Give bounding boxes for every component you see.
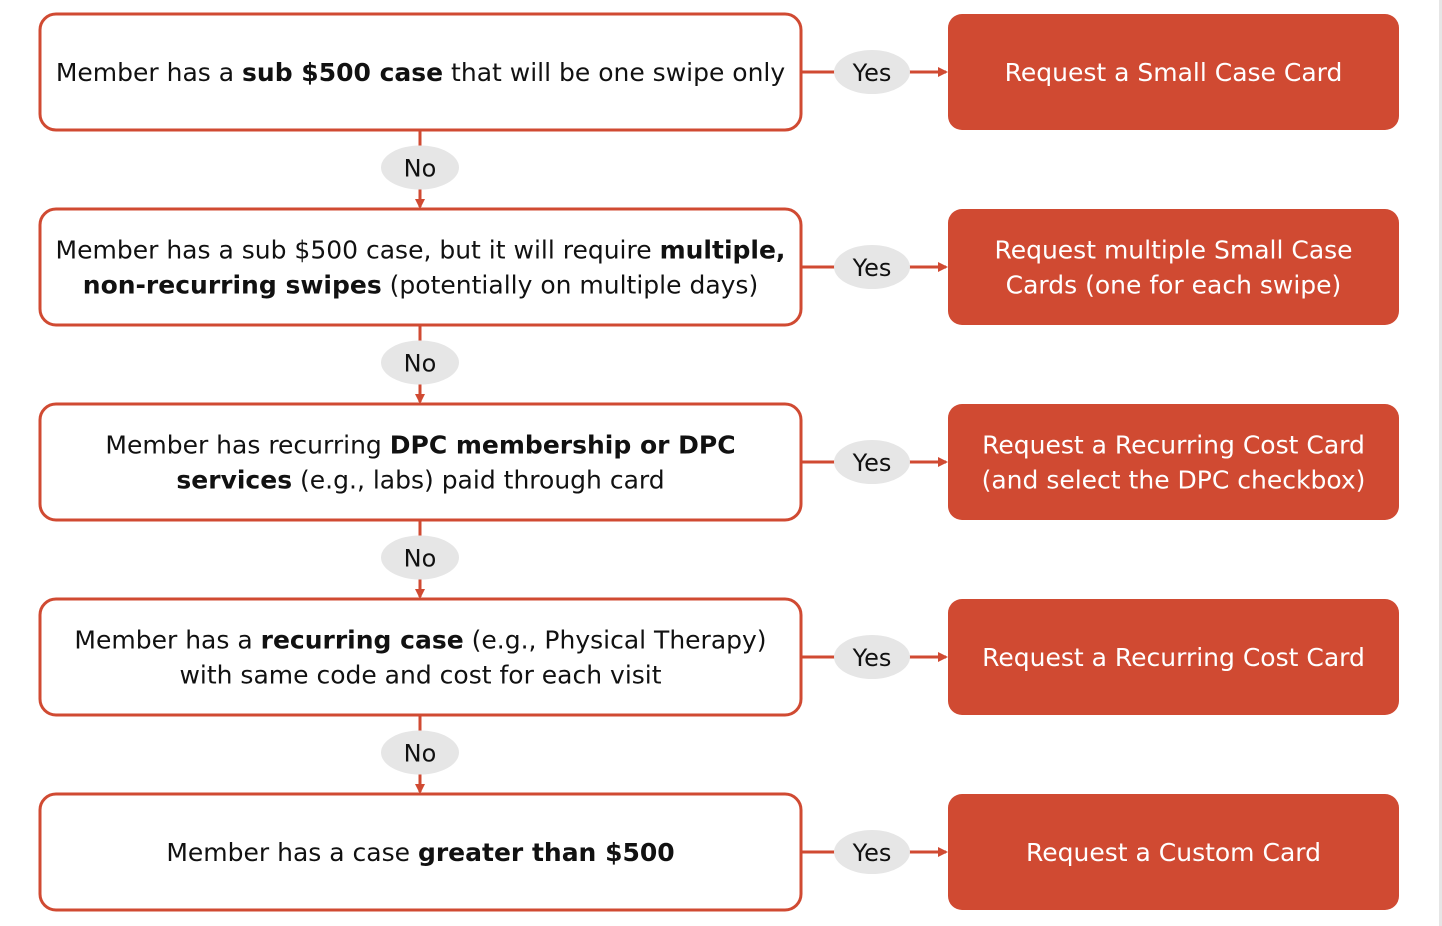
condition-box-1 [38, 12, 803, 132]
no-label-3: No [404, 545, 437, 573]
outcome-text-3: Request a Recurring Cost Card (and select… [982, 431, 1366, 495]
yes-label-5: Yes [852, 839, 892, 867]
outcome-box-4 [948, 599, 1399, 715]
condition-1-line-1-segment: sub $500 case [242, 58, 443, 87]
condition-3-line-1-segment: Member has recurring [105, 431, 389, 460]
condition-box-2 [38, 207, 803, 327]
condition-2-line-1-segment: multiple, [660, 236, 786, 265]
outcome-1-line-1: Request a Small Case Card [1005, 58, 1343, 87]
condition-2-line-1-segment: Member has a sub $500 case, but it will … [56, 236, 660, 265]
condition-3-line-2-segment: services [176, 466, 292, 495]
outcome-2-line-2: Cards (one for each swipe) [1006, 271, 1342, 300]
condition-1-line-1-segment: Member has a [56, 58, 242, 87]
outcome-4-line-1: Request a Recurring Cost Card [982, 643, 1365, 672]
outcome-3-line-1: Request a Recurring Cost Card [982, 431, 1365, 460]
condition-2-line-2-segment: non-recurring swipes [83, 271, 382, 300]
yes-pill-3 [834, 440, 910, 484]
condition-text-4: Member has a recurring case (e.g., Physi… [74, 626, 766, 690]
condition-4-line-2-segment: with same code and cost for each visit [179, 661, 661, 690]
condition-box-4 [38, 597, 803, 717]
condition-text-5: Member has a case greater than $500 [166, 838, 674, 867]
condition-5-line-1-segment: greater than $500 [418, 838, 675, 867]
outcome-box-5 [948, 794, 1399, 910]
yes-pill-2 [834, 245, 910, 289]
yes-pill-4 [834, 635, 910, 679]
no-label-4: No [404, 740, 437, 768]
yes-label-1: Yes [852, 59, 892, 87]
yes-label-3: Yes [852, 449, 892, 477]
condition-3-line-1-segment: DPC membership or DPC [390, 431, 736, 460]
no-pill-1 [381, 145, 459, 190]
yes-pill-1 [834, 50, 910, 94]
yes-pill-5 [834, 830, 910, 874]
outcome-text-4: Request a Recurring Cost Card [982, 643, 1365, 672]
outcome-2-line-1: Request multiple Small Case [994, 236, 1352, 265]
no-label-1: No [404, 155, 437, 183]
condition-2-line-2-segment: (potentially on multiple days) [382, 271, 758, 300]
yes-label-2: Yes [852, 254, 892, 282]
outcome-text-5: Request a Custom Card [1026, 838, 1321, 867]
outcome-box-1 [948, 14, 1399, 130]
condition-4-line-1-segment: Member has a [74, 626, 260, 655]
yes-label-4: Yes [852, 644, 892, 672]
condition-box-3 [38, 402, 803, 522]
right-edge-strip [1439, 0, 1442, 926]
condition-text-3: Member has recurring DPC membership or D… [105, 431, 735, 495]
condition-text-1: Member has a sub $500 case that will be … [56, 58, 786, 87]
condition-4-line-1-segment: (e.g., Physical Therapy) [464, 626, 767, 655]
condition-text-2: Member has a sub $500 case, but it will … [56, 236, 786, 300]
no-pill-2 [381, 340, 459, 385]
condition-4-line-1-segment: recurring case [261, 626, 464, 655]
condition-5-line-1-segment: Member has a case [166, 838, 418, 867]
no-pill-4 [381, 730, 459, 775]
outcome-text-1: Request a Small Case Card [1005, 58, 1343, 87]
outcome-3-line-2: (and select the DPC checkbox) [982, 466, 1366, 495]
condition-box-5 [38, 792, 803, 912]
condition-3-line-2-segment: (e.g., labs) paid through card [292, 466, 665, 495]
no-label-2: No [404, 350, 437, 378]
no-pill-3 [381, 535, 459, 580]
outcome-box-2 [948, 209, 1399, 325]
condition-1-line-1-segment: that will be one swipe only [443, 58, 785, 87]
outcome-box-3 [948, 404, 1399, 520]
outcome-5-line-1: Request a Custom Card [1026, 838, 1321, 867]
